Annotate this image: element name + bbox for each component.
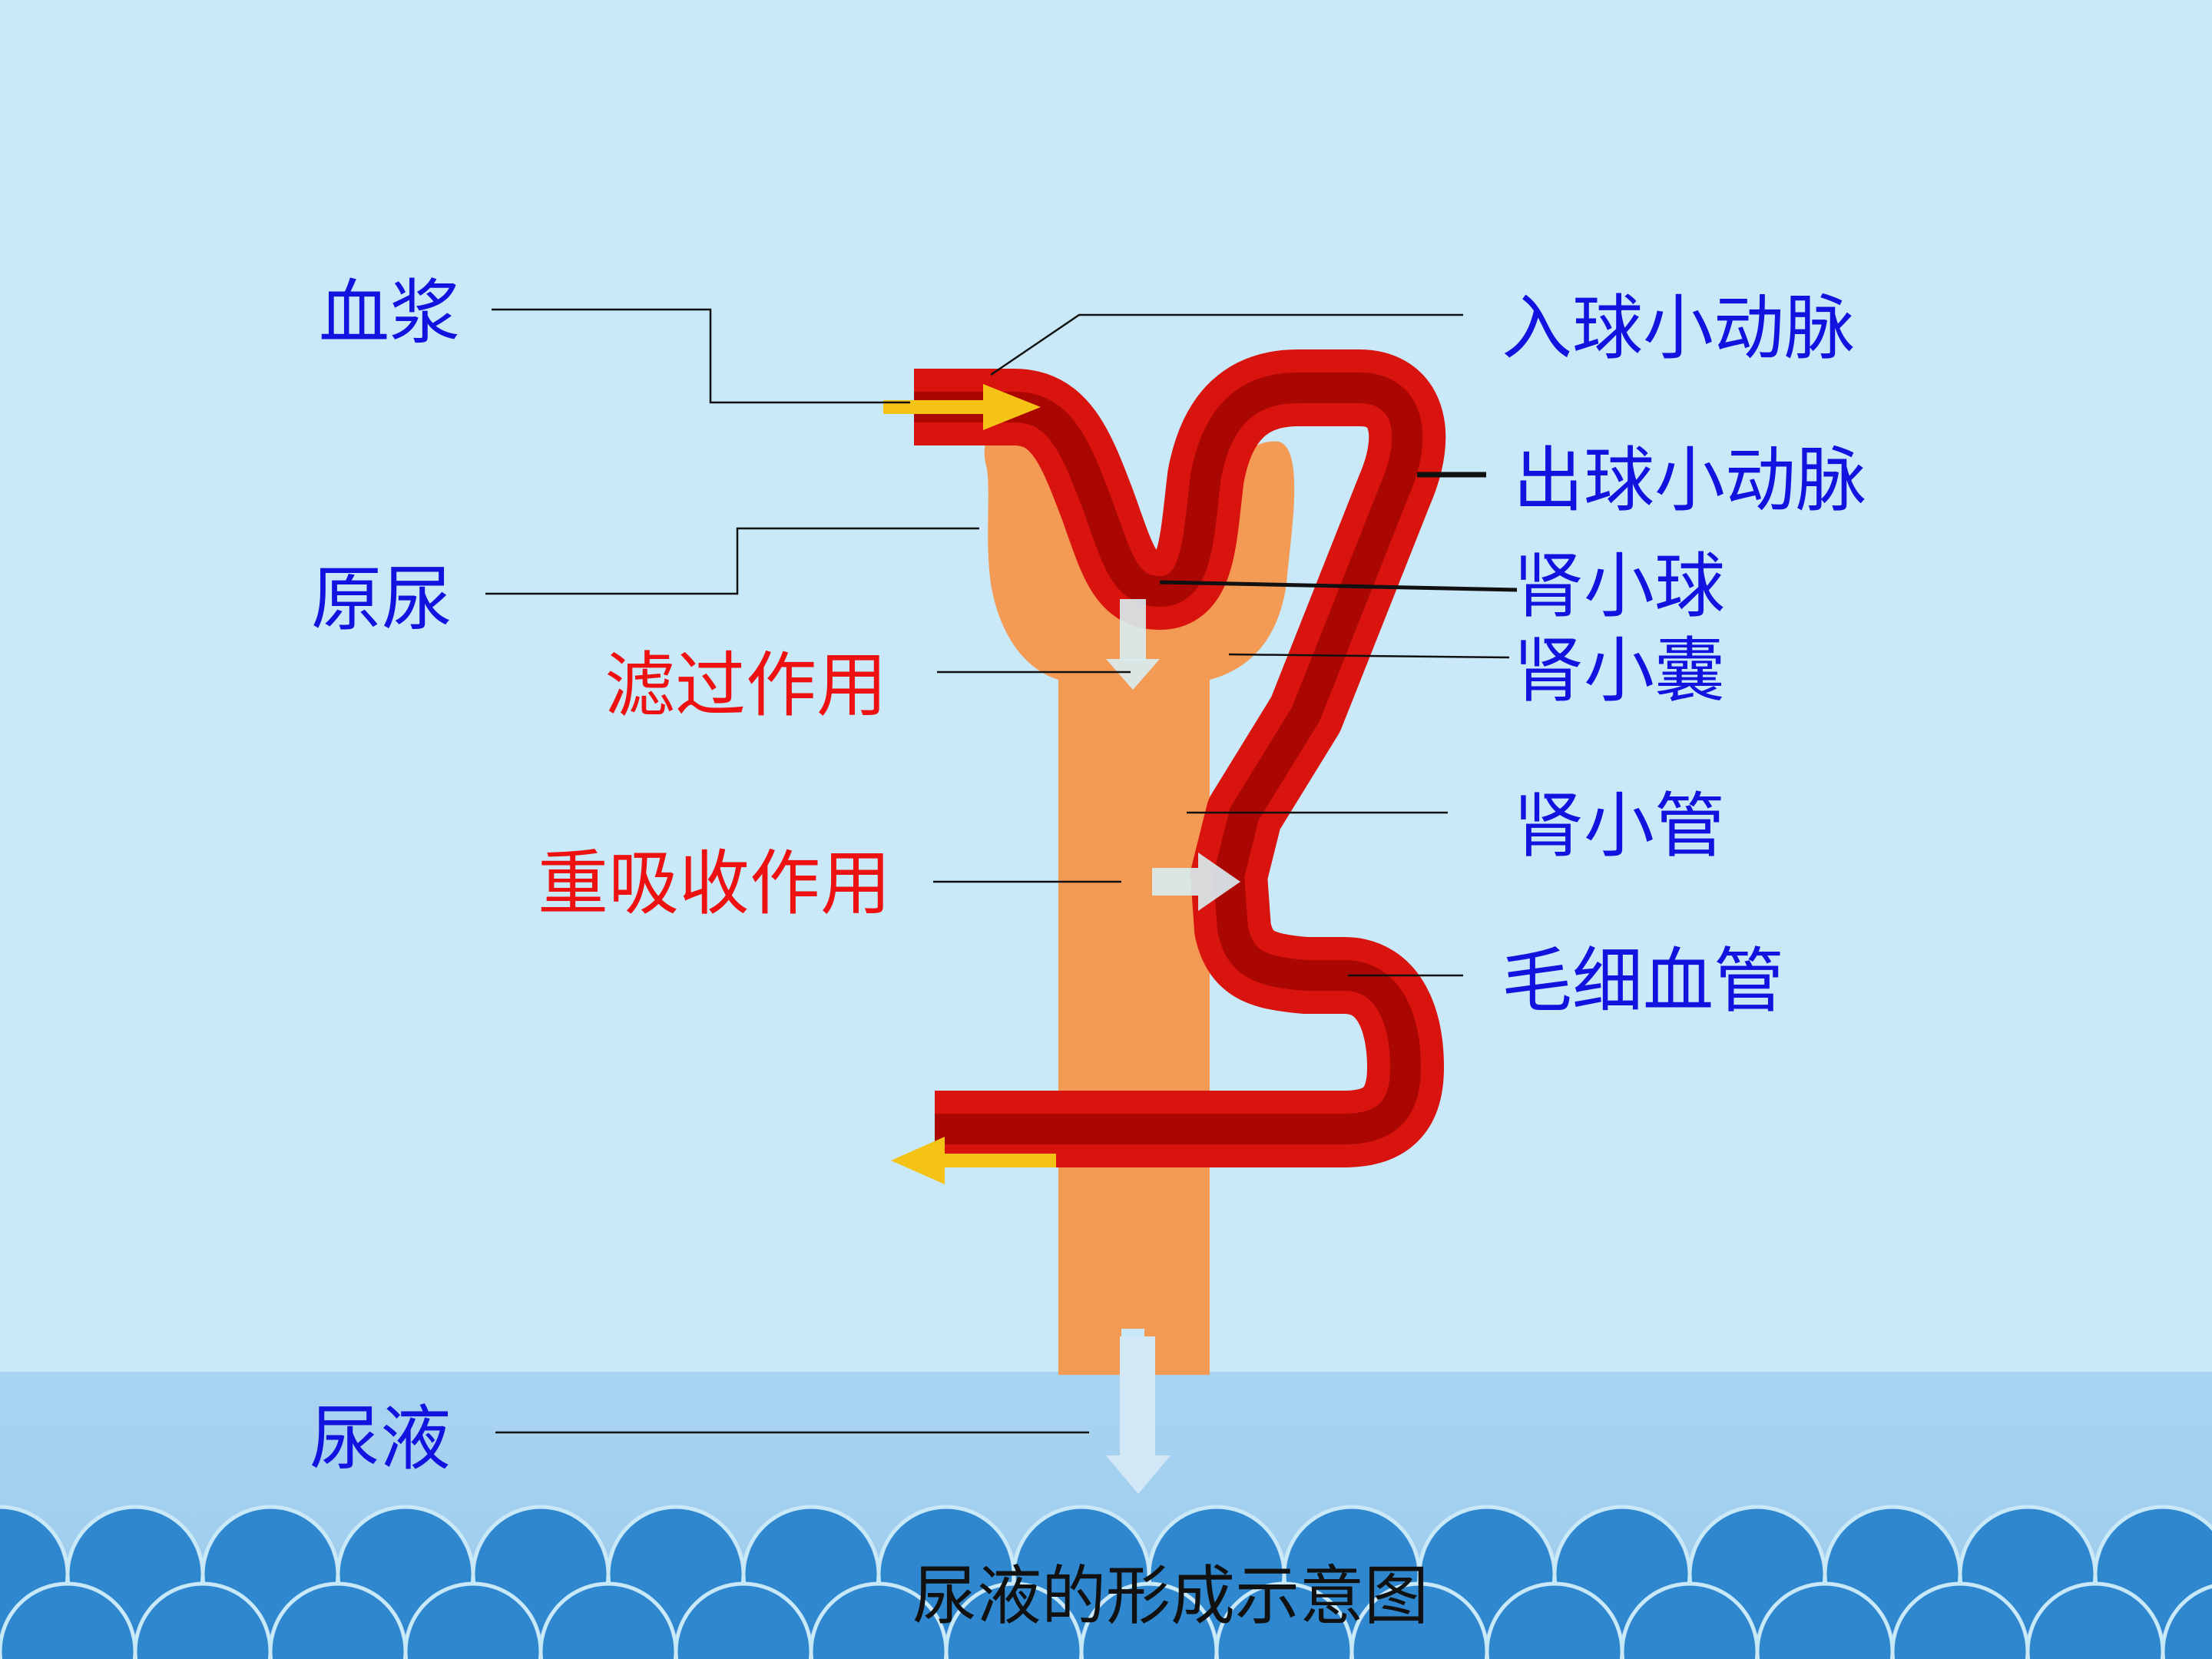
wave-scallop <box>2161 1584 2212 1659</box>
label-urine: 尿液 <box>310 1398 452 1480</box>
glomerulus-leader <box>1159 580 1518 592</box>
diagram-caption: 尿液的形成示意图 <box>912 1558 1429 1634</box>
label-glomerulus: 肾小球 <box>1513 545 1726 628</box>
label-capillary: 毛细血管 <box>1502 940 1785 1022</box>
vessel-core <box>914 373 1423 1144</box>
urine-outflow-arrow <box>1106 1336 1171 1494</box>
label-primary-urine: 原尿 <box>311 558 453 641</box>
plasma-leader <box>492 308 910 404</box>
label-renal-tubule: 肾小管 <box>1513 785 1726 867</box>
label-filtration: 滤过作用 <box>604 644 888 727</box>
label-afferent-arteriole: 入球小动脉 <box>1502 287 1856 369</box>
primary-urine-leader <box>485 527 979 595</box>
label-plasma: 血浆 <box>319 272 461 354</box>
wave-decoration <box>0 1505 2212 1659</box>
label-reabsorption: 重吸收作用 <box>538 843 892 925</box>
blood-vessel <box>914 349 1446 1167</box>
reabsorption-arrow <box>1152 853 1240 911</box>
outflow-arrow <box>891 1137 1056 1184</box>
capsule-leader <box>1228 653 1510 659</box>
afferent-leader <box>990 313 1463 376</box>
inflow-arrow <box>883 384 1041 430</box>
leader-lines <box>485 308 1518 1434</box>
label-efferent-arteriole: 出球小动脉 <box>1513 439 1867 522</box>
filtration-arrow <box>1106 599 1160 690</box>
label-bowmans-capsule: 肾小囊 <box>1513 630 1726 712</box>
